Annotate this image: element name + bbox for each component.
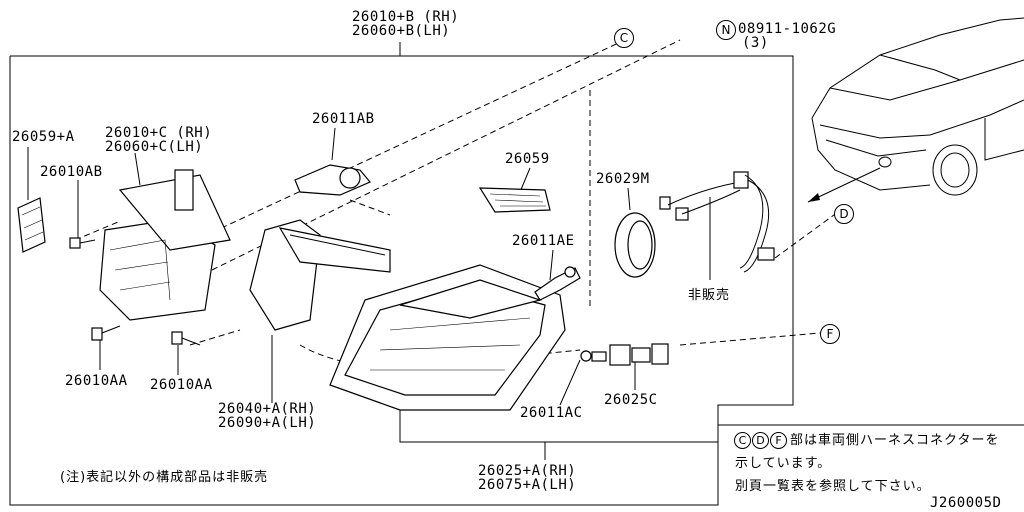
label-top-assy-rh: 26010+B (RH) [352, 9, 460, 25]
leader-26010ab [74, 221, 119, 241]
headlamp-26025 [329, 264, 566, 411]
label-bolt-qty: (3) [742, 35, 769, 51]
note-callout-c: C [734, 432, 751, 449]
label-top-assy-lh: 26060+B(LH) [352, 23, 451, 39]
leader-bolt [211, 39, 681, 271]
bolt-26010aa-1 [91, 325, 121, 341]
leader-26011ab [349, 199, 391, 216]
socket-26025c [609, 343, 669, 366]
label-26059a: 26059+A [12, 129, 75, 145]
gasket-26059a [17, 197, 46, 253]
label-26011ab: 26011AB [312, 111, 375, 127]
label-26010aa-1: 26010AA [65, 373, 128, 389]
leader-26059-v [519, 167, 531, 193]
bolt-26010aa-2 [171, 331, 201, 346]
label-26010aa-2: 26010AA [150, 377, 213, 393]
note-connector-line2: 示しています。 [735, 456, 832, 471]
leader-c [184, 39, 626, 246]
bulb-26011ab [294, 164, 371, 196]
bulb-26011ac [580, 350, 607, 362]
harness [659, 171, 775, 273]
cap-26029m [614, 212, 656, 278]
note-connector-line1: 部は車両側ハーネスコネクターを [790, 433, 1000, 448]
label-bolt-code: 08911-1062G [738, 21, 837, 37]
note-callout-f: F [770, 432, 787, 449]
label-26060c-lh: 26060+C(LH) [105, 139, 204, 155]
leader-26010c [134, 152, 141, 186]
note-non-sale: (注)表記以外の構成部品は非販売 [60, 470, 269, 485]
label-26011ae: 26011AE [512, 233, 575, 249]
label-26029m: 26029M [596, 171, 650, 187]
lamp-assy-bracket [399, 395, 719, 443]
leader-f [679, 332, 821, 346]
label-26011ac: 26011AC [520, 405, 583, 421]
socket-26059 [478, 187, 551, 213]
leader-d [774, 211, 839, 259]
leader-26011ae [549, 249, 554, 281]
callout-d: D [834, 204, 854, 224]
label-26075a-lh: 26075+A(LH) [478, 477, 577, 493]
fog-lamp-housing [99, 169, 231, 321]
note-connector-line3: 別頁一覧表を参照して下さい。 [735, 479, 931, 494]
bolt-26010ab [69, 237, 96, 249]
label-26059: 26059 [505, 151, 550, 167]
bulb-26011ae [534, 266, 581, 301]
label-26010ab: 26010AB [40, 164, 103, 180]
label-26010c-rh: 26010+C (RH) [105, 125, 213, 141]
label-26040a-rh: 26040+A(RH) [218, 401, 317, 417]
diagram-id: J260005D [930, 495, 1002, 511]
bracket-26040 [249, 219, 391, 331]
bolt-prefix-n: N [716, 20, 736, 40]
label-hihanbai: 非販売 [688, 288, 731, 303]
leader-26029m [627, 187, 631, 211]
label-26090a-lh: 26090+A(LH) [218, 415, 317, 431]
leader-26011ab-v [331, 127, 336, 161]
note-box [717, 424, 1024, 505]
callout-c: C [614, 28, 634, 48]
leader-26011ac [559, 359, 581, 406]
label-26025c: 26025C [604, 392, 658, 408]
callout-f: F [820, 324, 840, 344]
leader-26010aa [189, 329, 241, 346]
vehicle-outline [807, 17, 1024, 203]
note-callout-d: D [752, 432, 769, 449]
label-26025a-rh: 26025+A(RH) [478, 463, 577, 479]
